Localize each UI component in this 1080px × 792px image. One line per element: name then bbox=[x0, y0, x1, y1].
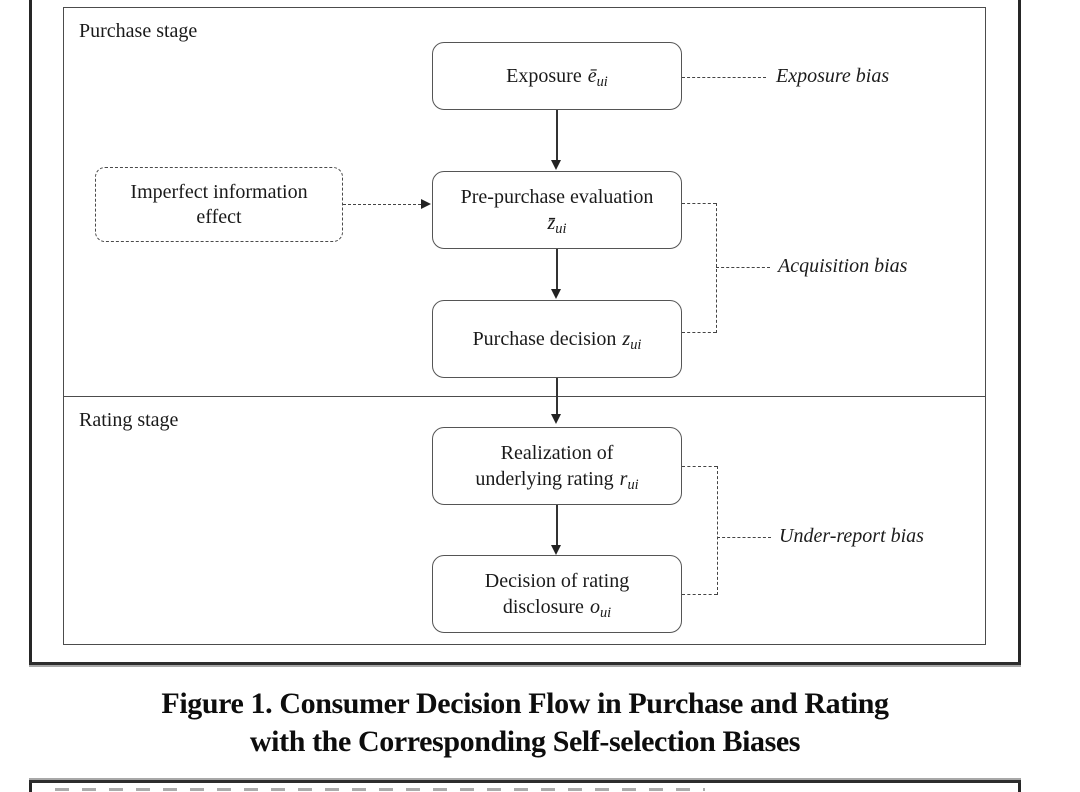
arrowhead-realization-to-disclosure bbox=[551, 545, 561, 555]
dashed-line-exposure-bias bbox=[682, 77, 766, 78]
arrowhead-exposure-to-prepurchase bbox=[551, 160, 561, 170]
under-report-bracket-top bbox=[682, 466, 717, 467]
exposure-bias-label: Exposure bias bbox=[776, 65, 890, 87]
arrowhead-decision-to-realization bbox=[551, 414, 561, 424]
page-frame-right-border bbox=[1018, 0, 1021, 792]
under-report-bias-label: Under-report bias bbox=[779, 525, 924, 547]
arrow-prepurchase-to-decision bbox=[556, 249, 558, 289]
node-disclosure-line1: Decision of rating bbox=[484, 570, 630, 592]
acquisition-bracket-vertical bbox=[716, 203, 717, 333]
node-imperfect-information-effect: Imperfect information effect bbox=[95, 167, 343, 242]
node-prepurchase-line1: Pre-purchase evaluation bbox=[460, 186, 654, 208]
dashed-line-imperfect-to-prepurchase bbox=[343, 204, 421, 205]
figure-caption-line1: Figure 1. Consumer Decision Flow in Purc… bbox=[161, 686, 889, 720]
arrow-realization-to-disclosure bbox=[556, 505, 558, 545]
cropped-next-row-edge bbox=[55, 788, 705, 791]
figure-caption-line2: with the Corresponding Self-selection Bi… bbox=[249, 724, 801, 758]
imperfect-line2: effect bbox=[196, 205, 242, 228]
acquisition-bracket-tick bbox=[716, 267, 770, 268]
page-frame-left-border bbox=[29, 0, 32, 792]
under-report-bracket-vertical bbox=[717, 466, 718, 595]
figure-caption-box: Figure 1. Consumer Decision Flow in Purc… bbox=[29, 662, 1021, 783]
purchase-stage-label: Purchase stage bbox=[79, 20, 198, 42]
under-report-bracket-tick bbox=[717, 537, 771, 538]
arrow-exposure-to-prepurchase bbox=[556, 110, 558, 160]
node-prepurchase-line2: z̄ui bbox=[547, 212, 567, 238]
under-report-bracket-bottom bbox=[682, 594, 717, 595]
arrow-decision-to-realization bbox=[556, 378, 558, 414]
acquisition-bracket-top bbox=[682, 203, 716, 204]
arrowhead-imperfect-to-prepurchase bbox=[421, 199, 431, 209]
arrowhead-prepurchase-to-decision bbox=[551, 289, 561, 299]
acquisition-bias-label: Acquisition bias bbox=[778, 255, 908, 277]
node-prepurchase-evaluation: Pre-purchase evaluation z̄ui bbox=[432, 171, 682, 249]
acquisition-bracket-bottom bbox=[682, 332, 716, 333]
node-realization-line1: Realization of bbox=[500, 442, 614, 464]
rating-stage-label: Rating stage bbox=[79, 409, 179, 431]
imperfect-line1: Imperfect information bbox=[130, 180, 308, 203]
